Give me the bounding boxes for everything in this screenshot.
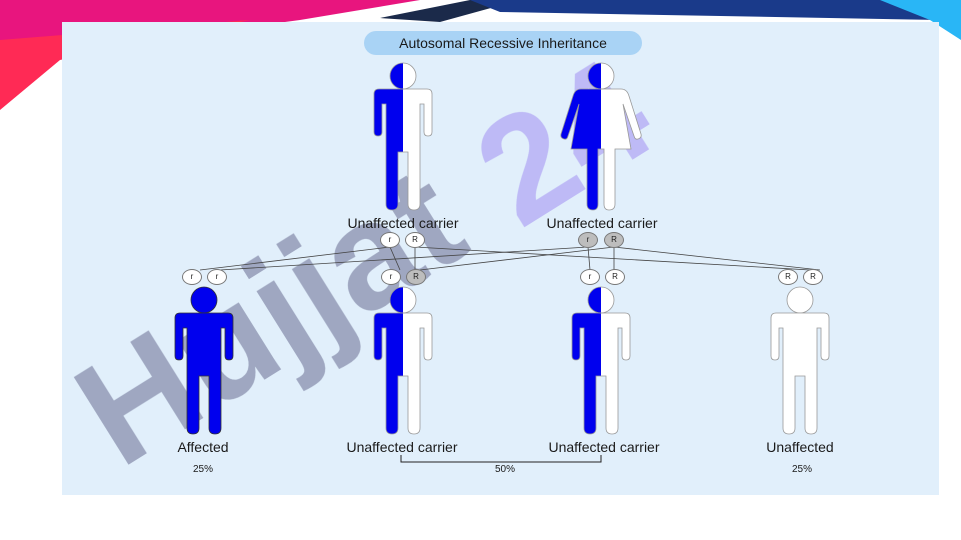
child1-allele-1: r [182,269,202,285]
child2-allele-2: R [406,269,426,285]
child-unaffected-figure [770,286,830,435]
child2-allele-1: r [381,269,401,285]
child-unaffected-label: Unaffected [766,439,834,455]
mother-allele-2: R [604,232,624,248]
father-allele-2: R [405,232,425,248]
carrier-bracket [400,455,602,463]
child-carrier-label-1: Unaffected carrier [346,439,458,455]
father-figure [373,62,433,211]
unaffected-percent: 25% [791,464,813,475]
mother-allele-1: r [578,232,598,248]
child4-allele-2: R [803,269,823,285]
child3-allele-1: r [580,269,600,285]
mother-figure [560,62,642,211]
child-carrier-figure-2 [571,286,631,435]
mother-label: Unaffected carrier [546,215,658,231]
carrier-percent: 50% [494,464,516,475]
affected-percent: 25% [192,464,214,475]
child-carrier-figure-1 [373,286,433,435]
child4-allele-1: R [778,269,798,285]
child1-allele-2: r [207,269,227,285]
father-allele-1: r [380,232,400,248]
father-label: Unaffected carrier [347,215,459,231]
child-carrier-label-2: Unaffected carrier [548,439,660,455]
child-affected-label: Affected [177,439,229,455]
diagram-title: Autosomal Recessive Inheritance [364,31,642,55]
child3-allele-2: R [605,269,625,285]
child-affected-figure [174,286,234,435]
